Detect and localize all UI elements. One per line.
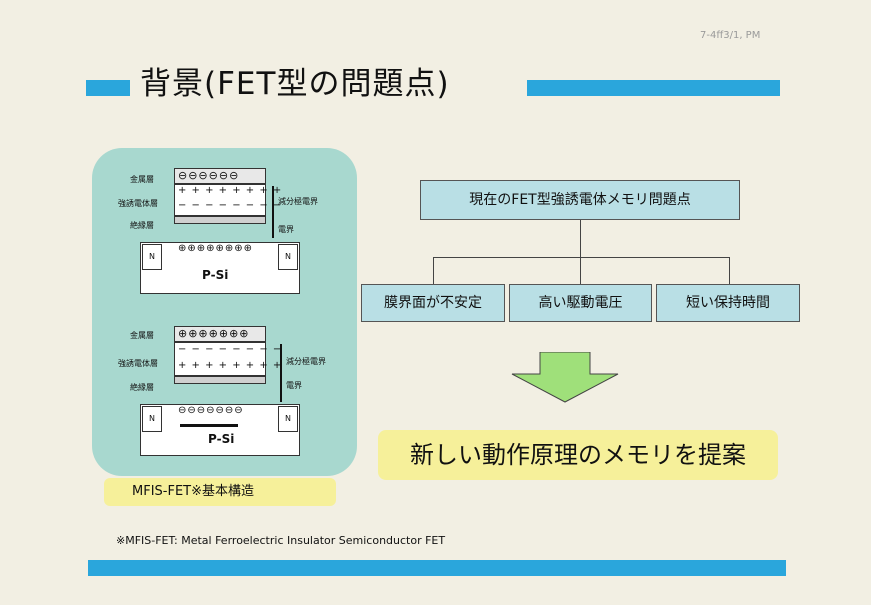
tree-stem bbox=[580, 220, 581, 258]
insulator-layer-top bbox=[174, 216, 266, 224]
field-arrow-bottom bbox=[280, 344, 282, 402]
label-metal-bottom: 金属層 bbox=[130, 331, 154, 340]
tree-root: 現在のFET型強誘電体メモリ問題点 bbox=[420, 180, 740, 220]
label-ferro-bottom: 強誘電体層 bbox=[118, 359, 158, 368]
n-region-right-top: N bbox=[278, 244, 298, 270]
n-region-right-bottom: N bbox=[278, 406, 298, 432]
field-label-top: 電界 bbox=[278, 225, 294, 234]
ferro-layer-top bbox=[174, 184, 266, 216]
ferro-row2-top: − − − − − − − − bbox=[178, 200, 283, 211]
insulator-layer-bottom bbox=[174, 376, 266, 384]
ferro-row1-top: + + + + + + + + bbox=[178, 185, 283, 196]
n-region-left-bottom: N bbox=[142, 406, 162, 432]
depol-field-label-bottom: 減分極電界 bbox=[286, 357, 326, 366]
metal-layer-bottom bbox=[174, 326, 266, 342]
substrate-top bbox=[140, 242, 300, 294]
ferro-layer-bottom bbox=[174, 342, 266, 376]
label-ferro-top: 強誘電体層 bbox=[118, 199, 158, 208]
field-label-bottom: 電界 bbox=[286, 381, 302, 390]
device-structure-panel: 金属層 強誘電体層 絶縁層 ⊖⊖⊖⊖⊖⊖ + + + + + + + + − −… bbox=[92, 148, 357, 476]
structure-caption: MFIS-FET※基本構造 bbox=[104, 478, 336, 506]
title-bar-left bbox=[86, 80, 130, 96]
ferro-row2-bottom: + + + + + + + + bbox=[178, 360, 283, 371]
channel-charges-top: ⊕⊕⊕⊕⊕⊕⊕⊕ bbox=[178, 243, 254, 254]
tree-child-3: 短い保持時間 bbox=[656, 284, 800, 322]
tree-branch bbox=[433, 257, 729, 258]
tree-child-1: 膜界面が不安定 bbox=[361, 284, 505, 322]
field-arrow-top bbox=[272, 186, 274, 238]
n-region-left-top: N bbox=[142, 244, 162, 270]
tree-drop-3 bbox=[729, 257, 730, 285]
title-bar-right bbox=[527, 80, 780, 96]
substrate-bottom bbox=[140, 404, 300, 456]
substrate-label-top: P-Si bbox=[202, 268, 229, 282]
label-insulator-bottom: 絶縁層 bbox=[130, 383, 154, 392]
metal-charges-bottom: ⊕⊕⊕⊕⊕⊕⊕ bbox=[178, 327, 250, 340]
page-title: 背景(FET型の問題点) bbox=[140, 66, 450, 102]
carrier-arrow-bottom bbox=[180, 424, 238, 427]
ferro-row1-bottom: − − − − − − − − bbox=[178, 344, 283, 355]
down-arrow-icon bbox=[511, 352, 619, 403]
metal-layer-top bbox=[174, 168, 266, 184]
proposal-highlight: 新しい動作原理のメモリを提案 bbox=[378, 430, 778, 480]
footnote: ※MFIS-FET: Metal Ferroelectric Insulator… bbox=[116, 534, 446, 547]
footer-bar bbox=[88, 560, 786, 576]
metal-charges-top: ⊖⊖⊖⊖⊖⊖ bbox=[178, 169, 240, 182]
label-insulator-top: 絶縁層 bbox=[130, 221, 154, 230]
label-metal-top: 金属層 bbox=[130, 175, 154, 184]
channel-charges-bottom: ⊖⊖⊖⊖⊖⊖⊖ bbox=[178, 405, 244, 416]
depol-field-label-top: 減分極電界 bbox=[278, 197, 318, 206]
substrate-label-bottom: P-Si bbox=[208, 432, 235, 446]
tree-drop-2 bbox=[580, 257, 581, 285]
tree-drop-1 bbox=[433, 257, 434, 285]
tree-child-2: 高い駆動電圧 bbox=[509, 284, 652, 322]
handwritten-note: 7-4ff3/1, PM bbox=[700, 30, 761, 41]
